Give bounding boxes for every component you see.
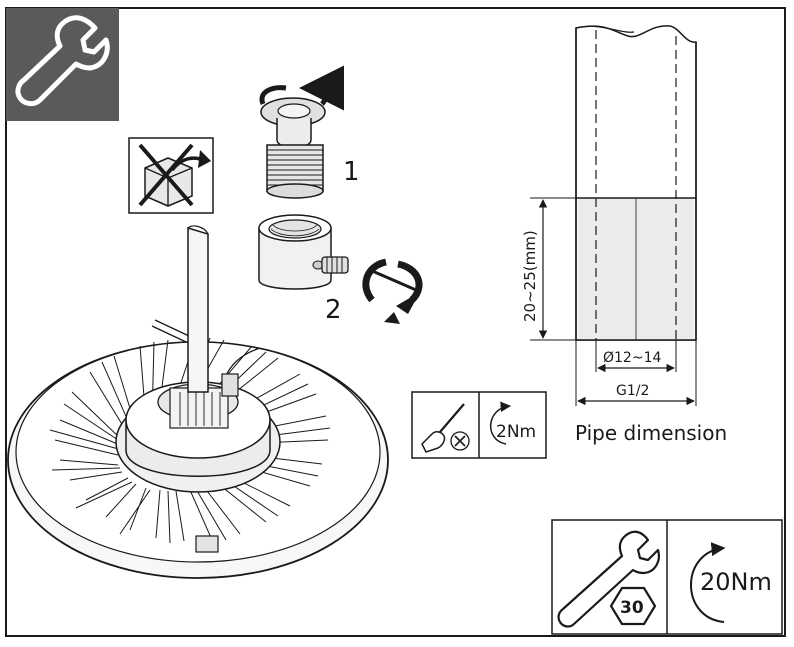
wrench-size-label: 30 bbox=[620, 598, 644, 618]
screwdriver-icon bbox=[421, 403, 470, 453]
thread-size-label: G1/2 bbox=[616, 383, 649, 399]
rotate-clockwise-icon bbox=[690, 542, 726, 623]
luminaire-drawing bbox=[7, 225, 389, 579]
step-1-label: 1 bbox=[343, 157, 360, 187]
diagram-frame bbox=[5, 7, 786, 637]
pipe-dimension-caption: Pipe dimension bbox=[575, 421, 727, 445]
torque-20nm-label: 20Nm bbox=[700, 568, 772, 596]
no-packaging-icon bbox=[128, 137, 214, 214]
engagement-length-label: 20~25(mm) bbox=[521, 230, 539, 322]
rotate-clockwise-icon bbox=[489, 401, 512, 445]
torque-2nm-box bbox=[411, 391, 547, 459]
wrench-icon bbox=[6, 8, 119, 121]
hex-nut-icon bbox=[609, 586, 657, 626]
adapter-collar bbox=[258, 214, 423, 324]
pipe-dimension-drawing bbox=[530, 25, 697, 406]
torque-2nm-label: 2Nm bbox=[496, 422, 536, 442]
torque-20nm-box bbox=[551, 519, 783, 635]
inner-diameter-label: Ø12~14 bbox=[603, 350, 661, 366]
adapter-plug bbox=[259, 65, 345, 199]
step-2-label: 2 bbox=[325, 295, 342, 325]
wrench-icon bbox=[557, 530, 660, 628]
